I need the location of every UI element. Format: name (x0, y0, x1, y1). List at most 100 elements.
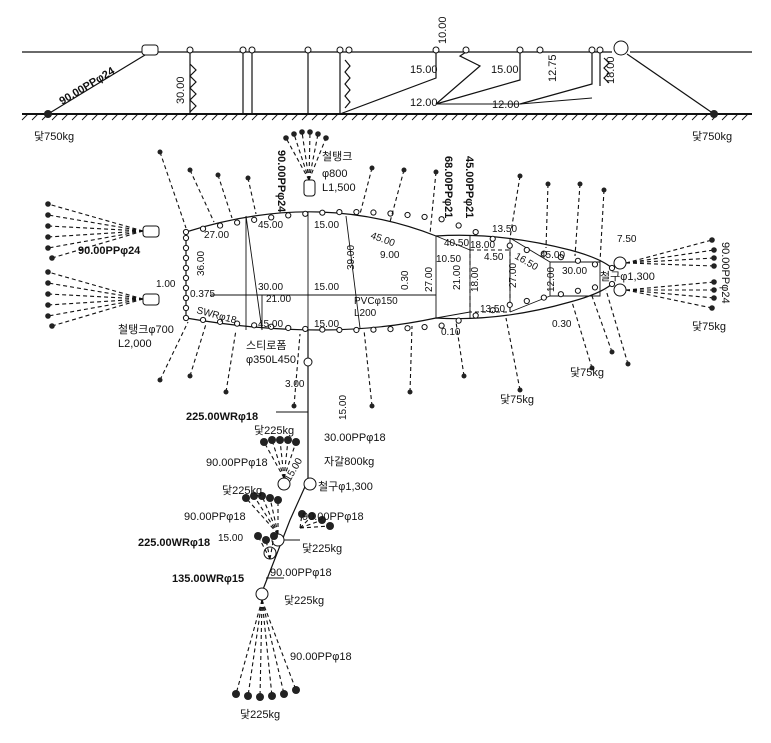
seabed-hatch-mark (221, 113, 229, 121)
seabed-hatch-mark (621, 113, 629, 121)
seabed-hatch-mark (81, 113, 89, 121)
anchor-dot (157, 377, 163, 383)
spread-rope (308, 131, 311, 181)
side-bottom-links (436, 97, 593, 105)
seg-27a: 27.00 (204, 230, 229, 241)
plan-float-ball (472, 228, 479, 236)
plan-float-ball (302, 325, 309, 333)
mooring-rope (235, 599, 263, 695)
spread-anchor (299, 129, 305, 135)
side-net-panel-1 (189, 52, 197, 114)
seabed-hatch-mark (681, 113, 689, 121)
top-tank-rope-label: 90.00PPφ24 (275, 150, 287, 213)
pvc-label-b: L200 (354, 308, 377, 319)
anchor-dot (223, 389, 229, 395)
anchor-line (159, 151, 187, 229)
anchor-line (545, 183, 549, 249)
plan-inner-line (210, 294, 436, 330)
anchor-line (505, 317, 521, 391)
seabed-hatch-mark (301, 113, 309, 121)
seabed-hatch-mark (101, 113, 109, 121)
plan-float-ball (199, 316, 207, 324)
moor-pp90b: 90.00PPφ18 (184, 511, 246, 523)
side-right-anchor-label: 닻750kg (692, 130, 732, 143)
plan-float-ball (404, 211, 411, 219)
spread-anchor (709, 237, 715, 243)
moor-anchor5: 닻225kg (240, 708, 280, 721)
plan-float-ball (182, 254, 190, 262)
seg-18b: 18.00 (470, 267, 481, 292)
plan-float-ball (421, 213, 428, 221)
moor-gravel: 자갈800kg (324, 454, 374, 468)
spread-anchor (45, 302, 51, 308)
spread-anchor (45, 291, 51, 297)
side-net-panel-4 (339, 52, 351, 114)
top-tank-name: 철탱크 (322, 150, 352, 163)
seabed-hatch-mark (541, 113, 549, 121)
mooring-anchor (262, 536, 270, 544)
anchor-dot (433, 169, 439, 175)
spread-rope (47, 230, 144, 249)
moor-anchor4: 닻225kg (284, 594, 324, 607)
mooring-anchor (232, 690, 240, 698)
anchor-line (189, 323, 207, 377)
mooring-anchor (292, 686, 300, 694)
spread-anchor (45, 223, 51, 229)
top-tank-dim2: L1,500 (322, 182, 356, 194)
mooring-anchor (242, 494, 250, 502)
mooring-anchor (268, 436, 276, 444)
seg-27c: 27.00 (508, 263, 519, 288)
seabed-hatch-mark (701, 113, 709, 121)
seg-1350a: 13.50 (492, 224, 517, 235)
seabed-hatch-mark (211, 113, 219, 121)
seabed-hatch-mark (551, 113, 559, 121)
spread-anchor (709, 305, 715, 311)
anchor-line (225, 329, 237, 393)
anchor-line (591, 295, 613, 353)
seabed-hatch-mark (741, 113, 749, 121)
moor-d300: 3.00 (285, 379, 305, 390)
top-tank-dim1: φ800 (322, 168, 348, 180)
right-vertical-rope-label: 90.00PPφ24 (719, 242, 731, 304)
seabed-hatch-mark (561, 113, 569, 121)
mooring-anchor (266, 494, 274, 502)
plan-float-ball (404, 325, 411, 332)
side-float-ball (239, 46, 247, 54)
moor-anchor3: 닻225kg (302, 542, 342, 555)
anchor-line (363, 329, 373, 407)
seabed-hatch-mark (281, 113, 289, 121)
moor-pp90a: 90.00PPφ18 (206, 457, 268, 469)
spread-rope (47, 214, 144, 232)
plan-float-ball (472, 312, 479, 319)
side-float-ball (588, 46, 596, 54)
anchor-dot (461, 373, 467, 379)
spread-rope (301, 131, 310, 181)
mooring-anchor (254, 532, 262, 540)
seabed-hatch-mark (521, 113, 529, 121)
plan-chamber-2 (307, 212, 361, 330)
spread-rope (293, 133, 310, 181)
swr-label: SWRφ18 (195, 305, 238, 326)
plan-float-ball (608, 264, 616, 272)
mooring-rope (261, 599, 297, 691)
spread-anchor (291, 131, 297, 137)
mooring-rope (257, 535, 271, 560)
anchor-line (189, 169, 215, 223)
seabed-hatch-mark (571, 113, 579, 121)
seabed-hatch-mark (121, 113, 129, 121)
anchor-dot (545, 181, 551, 187)
seg-45c: 45.00 (258, 319, 283, 330)
mooring-rope (279, 439, 285, 479)
anchor-line (359, 167, 373, 215)
plan-float-ball (336, 326, 343, 334)
seabed-hatch-mark (661, 113, 669, 121)
anchor-dot (601, 187, 607, 193)
spread-anchor (45, 245, 51, 251)
spread-rope (47, 225, 144, 232)
plan-float-ball (387, 210, 394, 217)
plan-float-ball (506, 242, 513, 249)
anchor-dot (187, 167, 193, 173)
anchor-dot (157, 149, 163, 155)
seabed-hatch-mark (201, 113, 209, 121)
